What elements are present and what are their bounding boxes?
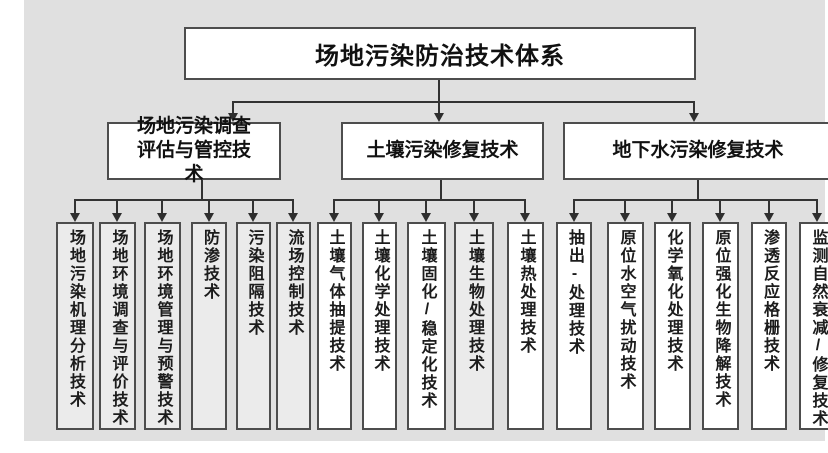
branch-node-investigation: 场地污染调查评估与管控技术 <box>107 116 281 185</box>
leaf-node: 化学氧化处理技术 <box>654 222 691 430</box>
leaf-node-label: 防渗技术 <box>201 229 218 301</box>
leaf-node: 监测自然衰减/修复技术 <box>799 222 828 430</box>
leaf-node-label: 抽出-处理技术 <box>566 229 583 356</box>
connector-line <box>378 199 380 214</box>
connector-line <box>333 199 335 214</box>
connector-line <box>671 199 673 214</box>
root-node: 场地污染防治技术体系 <box>184 27 696 80</box>
connector-line <box>74 199 76 214</box>
leaf-node-label: 渗透反应格栅技术 <box>761 229 778 373</box>
connector-line <box>573 199 818 201</box>
connector-line <box>438 80 440 102</box>
leaf-node: 抽出-处理技术 <box>556 222 592 430</box>
connector-line <box>768 199 770 214</box>
root-node-label: 场地污染防治技术体系 <box>315 43 565 70</box>
leaf-node-label: 流场控制技术 <box>285 229 303 337</box>
arrowhead-icon <box>329 213 339 222</box>
branch-node-groundwater: 地下水污染修复技术 <box>563 122 828 180</box>
connector-line <box>440 180 442 201</box>
connector-line <box>438 101 440 114</box>
connector-line <box>201 180 203 201</box>
arrowhead-icon <box>288 213 298 222</box>
leaf-node: 场地环境调查与评价技术 <box>99 222 136 430</box>
leaf-node-label: 监测自然衰减/修复技术 <box>809 229 827 428</box>
connector-line <box>697 180 699 201</box>
arrowhead-icon <box>764 213 774 222</box>
connector-line <box>816 199 818 214</box>
leaf-node: 场地污染机理分析技术 <box>56 222 94 430</box>
leaf-node: 防渗技术 <box>191 222 227 430</box>
connector-line <box>624 199 626 214</box>
connector-line <box>333 199 526 201</box>
connector-line <box>473 199 475 214</box>
branch-node-label: 土壤污染修复技术 <box>366 140 519 162</box>
arrowhead-icon <box>70 213 80 222</box>
leaf-node-label: 土壤热处理技术 <box>517 229 535 355</box>
branch-node-soil: 土壤污染修复技术 <box>341 122 544 180</box>
connector-line <box>161 199 163 214</box>
arrowhead-icon <box>374 213 384 222</box>
arrowhead-icon <box>421 213 431 222</box>
connector-line <box>573 199 575 214</box>
leaf-node: 流场控制技术 <box>276 222 311 430</box>
leaf-node-label: 土壤气体抽提技术 <box>326 229 344 373</box>
leaf-node-label: 场地环境调查与评价技术 <box>109 229 127 427</box>
leaf-node: 渗透反应格栅技术 <box>751 222 787 430</box>
connector-line <box>693 101 695 114</box>
connector-line <box>425 199 427 214</box>
arrowhead-icon <box>228 113 238 122</box>
leaf-node-label: 化学氧化处理技术 <box>664 229 682 373</box>
leaf-node: 原位水空气扰动技术 <box>607 222 644 430</box>
leaf-node-label: 原位水空气扰动技术 <box>617 229 635 391</box>
arrowhead-icon <box>620 213 630 222</box>
leaf-node-label: 土壤生物处理技术 <box>466 229 483 373</box>
diagram-canvas: 场地污染防治技术体系 场地污染调查评估与管控技术 土壤污染修复技术 地下水污染修… <box>24 0 828 441</box>
arrowhead-icon <box>520 213 530 222</box>
connector-line <box>232 101 695 103</box>
leaf-node: 原位强化生物降解技术 <box>702 222 739 430</box>
leaf-node-label: 土壤固化/稳定化技术 <box>418 229 436 410</box>
leaf-node-label: 土壤化学处理技术 <box>371 229 389 373</box>
arrowhead-icon <box>569 213 579 222</box>
arrowhead-icon <box>812 213 822 222</box>
arrowhead-icon <box>157 213 167 222</box>
leaf-node-label: 场地环境管理与预警技术 <box>154 229 172 427</box>
connector-line <box>232 101 234 114</box>
connector-line <box>252 199 254 214</box>
leaf-node: 土壤气体抽提技术 <box>317 222 352 430</box>
branch-node-label: 场地污染调查评估与管控技术 <box>136 116 251 185</box>
connector-line <box>74 199 294 201</box>
arrowhead-icon <box>689 113 699 122</box>
arrowhead-icon <box>434 113 444 122</box>
connector-line <box>719 199 721 214</box>
leaf-node-label: 场地污染机理分析技术 <box>67 229 84 409</box>
leaf-node: 污染阻隔技术 <box>236 222 271 430</box>
leaf-node: 土壤固化/稳定化技术 <box>407 222 446 430</box>
connector-line <box>116 199 118 214</box>
arrowhead-icon <box>112 213 122 222</box>
leaf-node-label: 污染阻隔技术 <box>245 229 263 337</box>
arrowhead-icon <box>204 213 214 222</box>
arrowhead-icon <box>715 213 725 222</box>
leaf-node: 土壤生物处理技术 <box>454 222 494 430</box>
arrowhead-icon <box>667 213 677 222</box>
leaf-node-label: 原位强化生物降解技术 <box>712 229 730 409</box>
connector-line <box>208 199 210 214</box>
leaf-node: 场地环境管理与预警技术 <box>144 222 181 430</box>
connector-line <box>524 199 526 214</box>
branch-node-label: 地下水污染修复技术 <box>612 140 784 162</box>
arrowhead-icon <box>469 213 479 222</box>
leaf-node: 土壤热处理技术 <box>507 222 544 430</box>
connector-line <box>292 199 294 214</box>
arrowhead-icon <box>248 213 258 222</box>
leaf-node: 土壤化学处理技术 <box>362 222 397 430</box>
